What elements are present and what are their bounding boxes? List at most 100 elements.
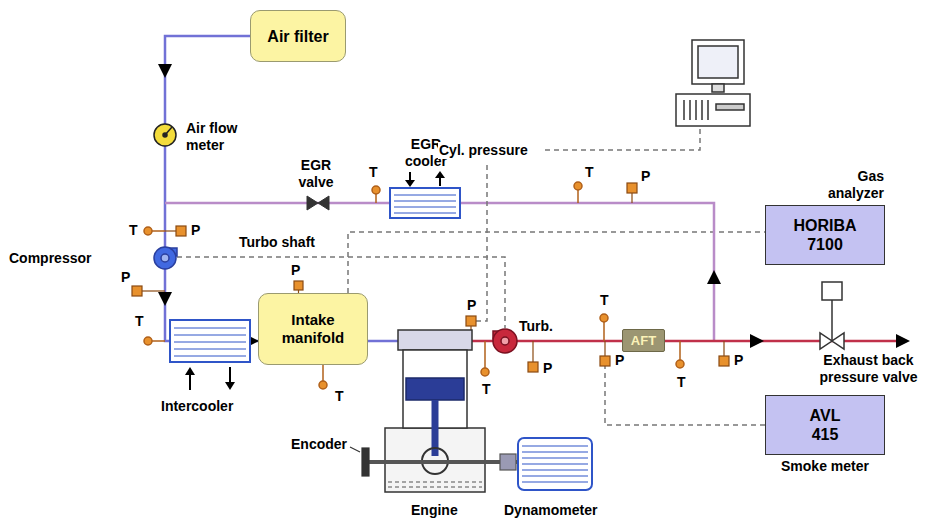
temperature-sensor bbox=[375, 194, 377, 203]
flow-arrow bbox=[158, 64, 172, 78]
dynamometer bbox=[500, 454, 516, 470]
pressure-sensor bbox=[627, 183, 637, 193]
component-label: Intercooler bbox=[160, 398, 234, 415]
component-label: Encoder bbox=[290, 436, 348, 453]
temperature-sensor bbox=[574, 182, 582, 190]
engine-drawing bbox=[366, 330, 522, 492]
pressure-sensor bbox=[294, 281, 303, 290]
compressor bbox=[154, 247, 177, 269]
intercooler bbox=[174, 356, 246, 357]
turbine bbox=[493, 329, 517, 353]
signal-line bbox=[476, 165, 487, 321]
pressure-sensor bbox=[142, 290, 165, 291]
pressure-sensor bbox=[723, 341, 724, 356]
flow-arrow bbox=[158, 292, 172, 306]
air-flow-meter bbox=[163, 133, 167, 137]
pressure-label: P bbox=[733, 352, 744, 369]
dynamometer bbox=[522, 469, 588, 470]
temperature-sensor bbox=[152, 230, 165, 232]
computer-icon bbox=[683, 100, 685, 120]
coolant-arrow bbox=[439, 177, 441, 186]
box-text: Intake manifold bbox=[267, 311, 359, 347]
back-pressure-valve bbox=[820, 282, 844, 349]
pressure-label: P bbox=[640, 168, 651, 185]
engine-drawing bbox=[366, 460, 522, 464]
pressure-sensor bbox=[466, 316, 476, 326]
signal-line bbox=[177, 128, 765, 425]
pressure-label: P bbox=[290, 262, 301, 279]
computer-icon bbox=[712, 84, 724, 92]
back-pressure-valve bbox=[822, 282, 842, 300]
egr-valve bbox=[307, 196, 318, 210]
coolant-arrow bbox=[185, 367, 195, 375]
encoder bbox=[350, 447, 360, 452]
signal-line bbox=[545, 128, 700, 150]
pressure-label: P bbox=[466, 297, 477, 314]
box-heading: Smoke meter bbox=[766, 458, 884, 475]
back-pressure-valve bbox=[832, 333, 844, 349]
temperature-sensor bbox=[679, 341, 681, 360]
box-text: HORIBA 7100 bbox=[783, 216, 867, 254]
computer-icon bbox=[707, 100, 709, 120]
computer-icon bbox=[689, 100, 691, 120]
egr-cooler bbox=[394, 195, 456, 196]
dynamometer bbox=[522, 457, 588, 458]
egr-cooler bbox=[390, 188, 460, 218]
computer-icon bbox=[698, 46, 738, 78]
dynamometer bbox=[518, 438, 592, 490]
temperature-sensor bbox=[577, 190, 579, 203]
computer-icon bbox=[716, 104, 744, 110]
pressure-sensor bbox=[604, 341, 605, 356]
component-label: Turb. bbox=[518, 318, 554, 335]
temperature-sensor bbox=[144, 227, 152, 235]
temperature-sensor bbox=[322, 365, 324, 381]
component-label: EGR valve bbox=[294, 157, 338, 191]
temperature-label: T bbox=[599, 292, 610, 309]
egr-valve bbox=[307, 196, 329, 210]
egr-cooler bbox=[394, 201, 456, 202]
engine-drawing bbox=[388, 481, 482, 483]
coolant-arrow bbox=[405, 180, 415, 187]
sampling-signal-line bbox=[348, 232, 765, 293]
temperature-sensor bbox=[676, 360, 684, 368]
box-heading: Gas analyzer bbox=[804, 168, 884, 202]
pressure-sensor bbox=[132, 183, 729, 372]
back-pressure-valve bbox=[820, 333, 832, 349]
dynamometer bbox=[500, 438, 592, 490]
coolant-arrow bbox=[225, 382, 235, 390]
pressure-sensor bbox=[631, 193, 632, 203]
filter-box: Air filter bbox=[250, 10, 346, 62]
temperature-sensor bbox=[144, 337, 152, 345]
component-label: Dynamometer bbox=[503, 502, 598, 519]
pressure-label: P bbox=[542, 360, 553, 377]
turbine bbox=[493, 329, 517, 353]
component-label: Compressor bbox=[8, 250, 92, 267]
egr-cooler bbox=[390, 188, 460, 218]
intake-pipe bbox=[368, 340, 398, 343]
manifold-box: Intake manifold bbox=[258, 293, 368, 365]
temperature-label: T bbox=[134, 313, 145, 330]
temperature-sensor bbox=[481, 368, 489, 376]
component-label: Engine bbox=[410, 502, 459, 519]
computer-icon bbox=[695, 100, 697, 120]
temperature-label: T bbox=[334, 388, 345, 405]
pressure-sensor bbox=[600, 356, 610, 366]
computer-icon bbox=[676, 94, 750, 126]
dynamometer bbox=[522, 445, 588, 446]
box-text: Air filter bbox=[267, 27, 328, 46]
intercooler bbox=[174, 349, 246, 350]
signal-line bbox=[605, 366, 765, 425]
box-text: AFT bbox=[631, 333, 656, 348]
temperature-sensor bbox=[372, 186, 380, 194]
encoder bbox=[362, 448, 369, 476]
intercooler bbox=[170, 320, 250, 362]
intercooler bbox=[174, 342, 246, 343]
temperature-sensor bbox=[484, 341, 486, 368]
dynamometer bbox=[522, 475, 588, 476]
computer-icon bbox=[692, 40, 744, 84]
coolant-arrow bbox=[189, 374, 191, 390]
coolant-arrow bbox=[229, 367, 231, 383]
component-label: Air flow meter bbox=[185, 120, 257, 154]
encoder bbox=[350, 447, 369, 476]
